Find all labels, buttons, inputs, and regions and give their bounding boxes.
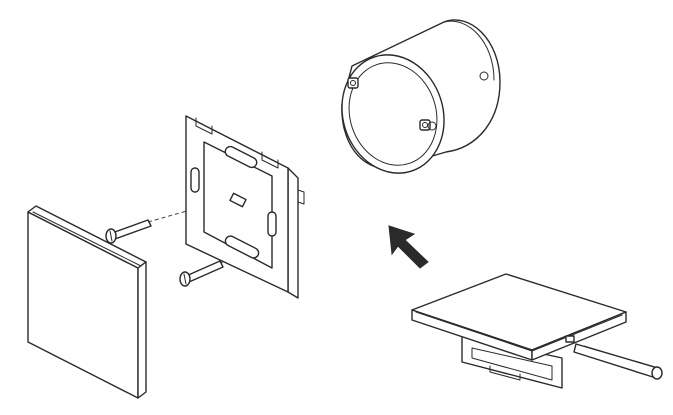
switch-module: [411, 273, 627, 389]
switch-panel: [27, 205, 147, 399]
direction-arrow: [388, 225, 429, 269]
wall-box: [341, 19, 501, 174]
mounting-frame: [185, 115, 305, 299]
screwdriver: [573, 343, 663, 380]
screw-top: [105, 195, 241, 244]
